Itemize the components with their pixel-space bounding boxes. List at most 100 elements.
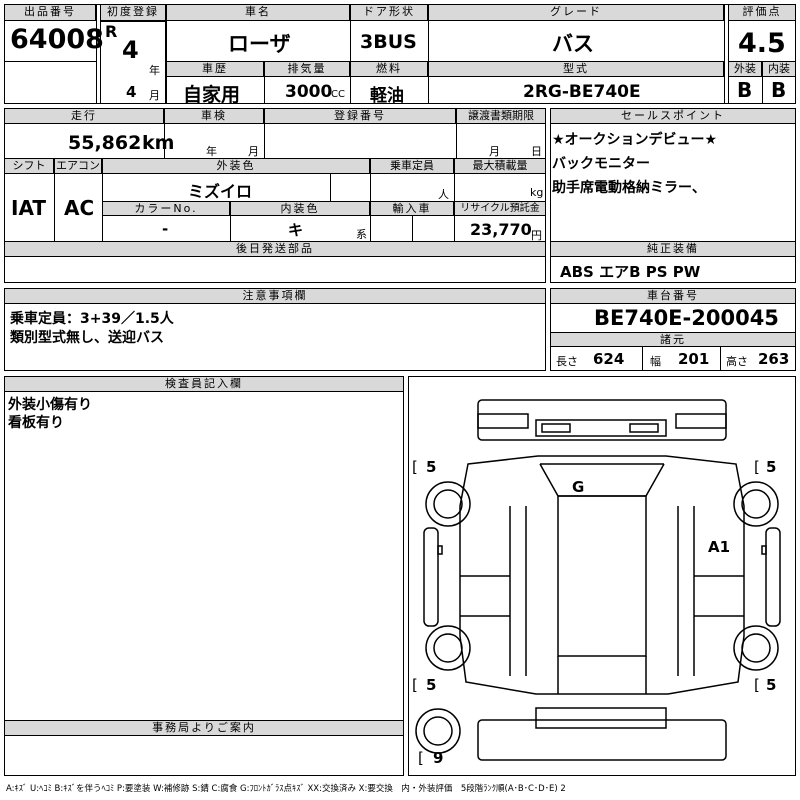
lot-label: 出品番号 [4, 4, 96, 21]
equipment: ABS エアB PS PW [560, 263, 701, 281]
mileage-unit: km [142, 132, 175, 154]
v-370 [370, 158, 371, 241]
exterior-color: ミズイロ [188, 182, 253, 201]
model-code: 2RG-BE740E [523, 82, 641, 102]
v-412 [412, 216, 413, 241]
import-label: 輸入車 [370, 201, 454, 216]
v-54 [54, 158, 55, 241]
vehicle-diagram [415, 399, 781, 761]
sales-points-label: セールスポイント [550, 108, 796, 124]
length-label: 長さ [556, 355, 578, 368]
bracket-fr: [ [754, 458, 760, 476]
color-no-label: カラーNo. [102, 201, 230, 216]
rating-score: 4.5 [738, 28, 786, 59]
grade: バス [552, 32, 594, 56]
v-102 [102, 158, 103, 241]
v-428 [428, 4, 429, 104]
note-1: 乗車定員：3+39／1.5人 [10, 311, 174, 327]
v-330 [330, 174, 331, 201]
color-label: 外装色 [102, 158, 370, 174]
first-reg-month: 4 [126, 83, 137, 101]
transfer-day-unit: 日 [531, 145, 542, 158]
height-label: 高さ [726, 355, 748, 368]
inspection-label: 車検 [164, 108, 264, 124]
ac: AC [64, 196, 95, 220]
sales-point-3: 助手席電動格納ミラー、 [552, 180, 706, 196]
first-reg-year: 4 [122, 36, 139, 64]
v-sp2 [720, 347, 721, 371]
recycle-fee: 23,770 [470, 220, 532, 239]
specs-label: 諸元 [550, 332, 796, 347]
mileage: 55,862 [68, 132, 142, 154]
length: 624 [593, 350, 625, 368]
rating-label: 評価点 [728, 4, 796, 21]
year-unit: 年 [149, 64, 160, 77]
v-96 [96, 4, 97, 104]
width: 201 [678, 350, 710, 368]
transfer-label: 譲渡書類期限 [456, 108, 546, 124]
lot-number: 64008 [10, 24, 104, 55]
bracket-spare: [ [418, 749, 424, 767]
first-reg-cell [100, 21, 166, 104]
history: 自家用 [183, 84, 241, 106]
inspector-note-2: 看板有り [8, 415, 64, 431]
v-sp1 [642, 347, 643, 371]
door-type: 3BUS [360, 31, 417, 53]
height: 263 [758, 350, 790, 368]
displacement-label: 排気量 [264, 61, 350, 77]
max-load-label: 最大積載量 [454, 158, 546, 174]
diagram-block [408, 376, 796, 776]
car-name-label: 車名 [166, 4, 350, 21]
reg-no-label: 登録番号 [264, 108, 456, 124]
bracket-fl: [ [412, 458, 418, 476]
rating-interior: B [771, 78, 787, 102]
interior-color-label: 内装色 [230, 201, 370, 216]
ac-label: エアコン [54, 158, 102, 174]
lot-divider [4, 61, 96, 62]
fuel-label: 燃料 [350, 61, 428, 77]
transfer-month-unit: 月 [489, 145, 500, 158]
recycle-unit: 円 [531, 229, 542, 242]
tire-front-left: 5 [426, 458, 437, 476]
era: R [105, 22, 118, 41]
office-label: 事務局よりご案内 [4, 720, 404, 736]
notes-label: 注意事項欄 [4, 288, 546, 304]
chassis-label: 車台番号 [550, 288, 796, 304]
chassis-number: BE740E-200045 [594, 306, 779, 330]
tire-spare: 9 [433, 749, 444, 767]
interior-color-suffix: 系 [356, 228, 367, 241]
rating-left-border2 [728, 4, 729, 104]
month-unit: 月 [149, 89, 160, 102]
inspector-note-1: 外装小傷有り [8, 397, 92, 413]
shift-label: シフト [4, 158, 54, 174]
max-load-unit: kg [530, 186, 544, 199]
bracket-rr: [ [754, 676, 760, 694]
capacity-unit: 人 [438, 188, 449, 201]
v-350 [350, 4, 351, 104]
mileage-label: 走行 [4, 108, 164, 124]
v-264b [264, 108, 265, 158]
car-name: ローザ [228, 32, 291, 56]
tire-front-right: 5 [766, 458, 777, 476]
v-166 [166, 4, 167, 104]
v-164 [164, 108, 165, 158]
inspector-block [4, 376, 404, 776]
tire-rear-right: 5 [766, 676, 777, 694]
v-264 [264, 61, 265, 104]
inspector-label: 検査員記入欄 [4, 376, 404, 392]
sales-point-1: ★オークションデビュー★ [552, 132, 718, 148]
inspection-month-unit: 月 [248, 145, 259, 158]
fuel: 軽油 [370, 86, 404, 106]
recycle-label: リサイクル預託金 [454, 201, 546, 216]
width-label: 幅 [650, 355, 661, 368]
v-454 [454, 158, 455, 241]
first-reg-label: 初度登録 [100, 4, 166, 21]
color-number: - [162, 220, 169, 238]
model-label: 型式 [428, 61, 724, 77]
inspection-year-unit: 年 [206, 145, 217, 158]
grade-label: グレード [428, 4, 724, 21]
rating-left-border [724, 4, 725, 104]
rating-int-label: 内装 [762, 61, 796, 77]
note-2: 類別型式無し、送迎バス [10, 330, 164, 346]
equipment-label: 純正装備 [550, 241, 796, 257]
